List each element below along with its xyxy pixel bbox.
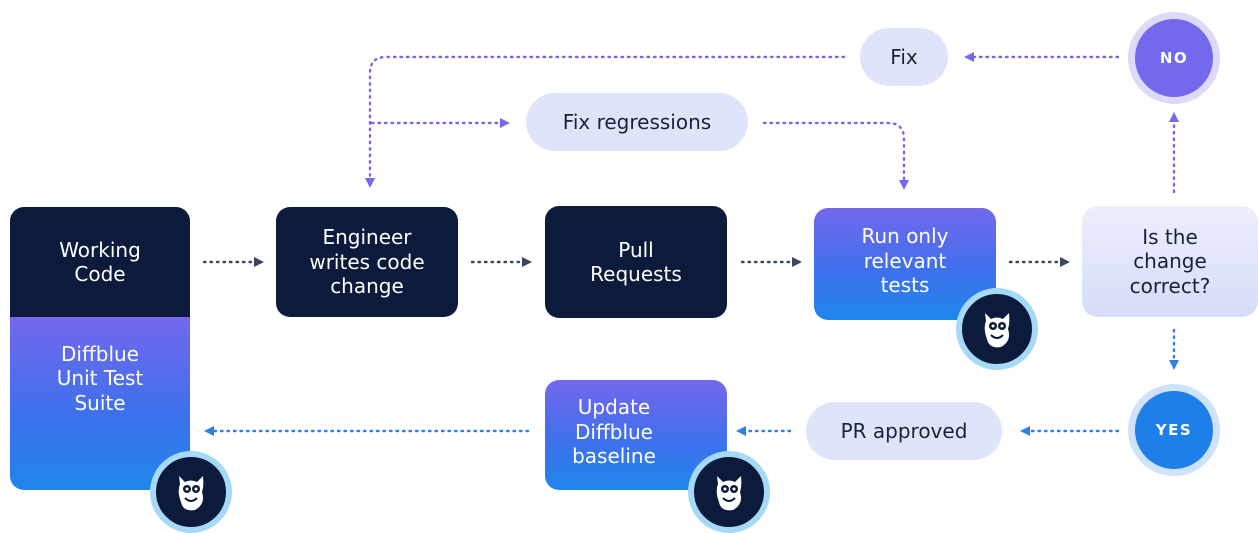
owl-badge-update-baseline (688, 451, 770, 533)
outcome-yes: YES (1135, 391, 1213, 469)
node-diffblue-unit-test-suite: Diffblue Unit Test Suite (10, 317, 190, 490)
node-working-code: Working Code (10, 207, 190, 317)
node-update-diffblue-baseline-label: Update Diffblue baseline (572, 395, 656, 469)
arrow-fix-regressions-to-run (762, 121, 909, 190)
node-is-the-change-correct: Is the change correct? (1082, 206, 1258, 317)
owl-icon (984, 313, 1010, 348)
node-update-diffblue-baseline: Update Diffblue baseline (545, 380, 727, 490)
pill-fix-regressions: Fix regressions (526, 93, 748, 151)
owl-badge-run-tests (956, 288, 1038, 370)
node-engineer-writes-code-change: Engineer writes code change (276, 207, 458, 317)
node-diffblue-unit-test-suite-label: Diffblue Unit Test Suite (56, 341, 144, 415)
node-run-only-relevant-tests-label: Run only relevant tests (861, 224, 949, 298)
pill-fix: Fix (860, 28, 948, 86)
pill-pr-approved: PR approved (806, 402, 1002, 460)
owl-badge-test-suite (150, 451, 232, 533)
owl-icon (178, 476, 204, 511)
node-pull-requests: Pull Requests (545, 206, 727, 318)
owl-icon (716, 476, 742, 511)
outcome-no: NO (1135, 19, 1213, 97)
